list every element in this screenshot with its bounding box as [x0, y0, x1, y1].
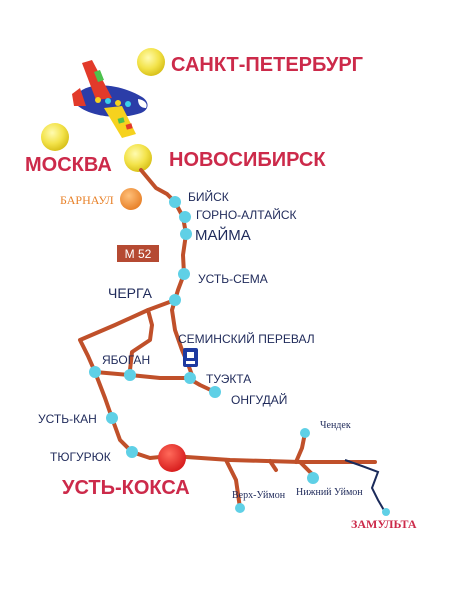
stop-cherga [169, 294, 181, 306]
moscow-marker [41, 123, 69, 151]
stop-left-loop [89, 366, 101, 378]
ust-koksa-label: УСТЬ-КОКСА [62, 477, 190, 499]
stop-nizhny-uimon [307, 472, 319, 484]
road-east [170, 454, 377, 464]
road-yabogan-link [93, 370, 190, 380]
stop-ust-kan [106, 412, 118, 424]
yabogan-label: ЯБОГАН [102, 353, 150, 367]
biysk-label: БИЙСК [188, 189, 229, 204]
road-small-1 [268, 459, 278, 472]
novosibirsk-label: НОВОСИБИРСК [169, 149, 326, 171]
stop-ust-sema [178, 268, 190, 280]
ongudai-label: ОНГУДАЙ [231, 392, 287, 407]
tyugyuryuk-label: ТЮГУРЮК [50, 450, 111, 464]
fuel-station-icon [183, 348, 198, 367]
cherga-label: ЧЕРГА [108, 285, 153, 301]
stop-ongudai [209, 386, 221, 398]
stop-mayma [180, 228, 192, 240]
zamulta-label: ЗАМУЛЬТА [351, 517, 417, 531]
chendek-label: Чендек [320, 420, 351, 431]
stop-verh-uimon [235, 503, 245, 513]
spb-label: САНКТ-ПЕТЕРБУРГ [171, 54, 363, 76]
mayma-label: МАЙМА [195, 226, 251, 244]
road-chendek [294, 431, 307, 464]
moscow-label: МОСКВА [25, 154, 112, 176]
verh-uimon-label: Верх-Уймон [232, 490, 286, 501]
barnaul-marker [120, 188, 142, 210]
road-cherga-yabogan-inner [128, 308, 154, 372]
nizhny-uimon-label: Нижний Уймон [296, 487, 363, 498]
barnaul-label: БАРНАУЛ [60, 193, 114, 207]
m52-label: М 52 [125, 247, 152, 261]
seminsky-pass-label: СЕМИНСКИЙ ПЕРЕВАЛ [178, 331, 315, 346]
tuekta-label: ТУЭКТА [206, 372, 251, 386]
stop-tuekta [184, 372, 196, 384]
stop-tyugyuryuk [126, 446, 138, 458]
road-verh-uimon [224, 458, 242, 510]
spb-marker [137, 48, 165, 76]
stops [89, 196, 390, 516]
stop-gorno-altaysk [179, 211, 191, 223]
road-novosibirsk-biysk [139, 168, 177, 204]
m52-badge [117, 245, 159, 262]
stop-yabogan [124, 369, 136, 381]
gorno-altaysk-label: ГОРНО-АЛТАЙСК [196, 207, 297, 222]
stop-chendek [300, 428, 310, 438]
ust-sema-label: УСТЬ-СЕМА [198, 272, 268, 286]
plane-icon [72, 60, 148, 138]
ust-koksa-marker [158, 444, 186, 472]
stop-zamulta [382, 508, 390, 516]
ust-kan-label: УСТЬ-КАН [38, 412, 97, 426]
novosibirsk-marker [124, 144, 152, 172]
river [344, 459, 386, 513]
stop-biysk [169, 196, 181, 208]
